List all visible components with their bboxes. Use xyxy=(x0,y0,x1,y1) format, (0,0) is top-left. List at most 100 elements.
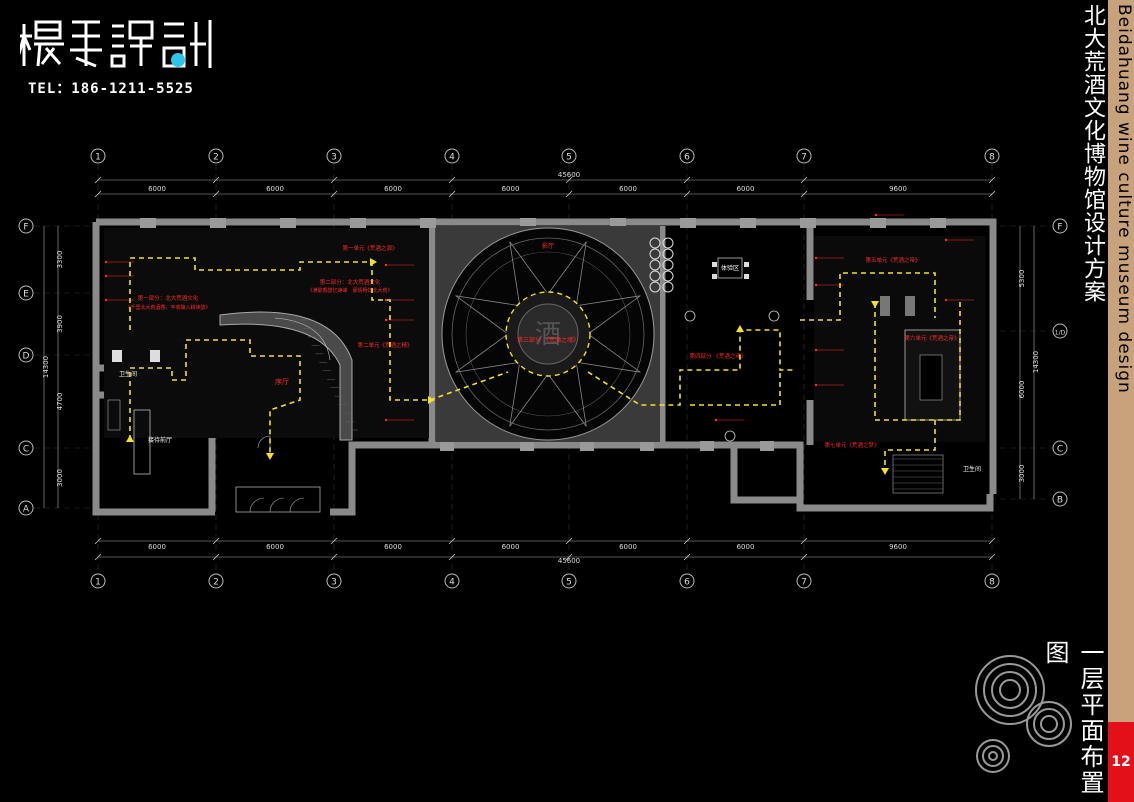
dimension-tick xyxy=(565,553,573,561)
wall-pier xyxy=(640,441,654,451)
curved-wall-line xyxy=(274,317,331,361)
barrel-icon xyxy=(649,248,661,260)
grid-label: 5 xyxy=(566,153,572,163)
dimension-text: 6000 xyxy=(619,185,637,193)
grid-label: A xyxy=(23,505,30,515)
room-label: 卫生间 xyxy=(119,370,137,378)
unit-label: 第二单元《荒酒之精》 xyxy=(357,341,412,349)
chair-icon xyxy=(744,274,749,279)
outer-wall-left xyxy=(92,222,215,516)
dimension-tick xyxy=(94,190,102,198)
dimension-tick xyxy=(683,537,691,545)
dimension-tick xyxy=(988,553,996,561)
grid-label: 4 xyxy=(449,578,455,588)
dimension-tick xyxy=(448,537,456,545)
wall-pier xyxy=(280,218,296,228)
wall-pier xyxy=(440,441,454,451)
dimension-tick xyxy=(94,537,102,545)
dimension-tick xyxy=(330,190,338,198)
dimension-total: 14300 xyxy=(42,356,50,378)
dimension-text: 6000 xyxy=(737,543,755,551)
wall-pier xyxy=(700,441,714,451)
door-swing-icon xyxy=(269,497,285,513)
route-arrow-icon xyxy=(126,435,134,442)
door-swing-icon xyxy=(249,497,265,513)
wall-pier xyxy=(420,218,436,228)
dimension-tick xyxy=(212,537,220,545)
grid-label: 8 xyxy=(989,153,995,163)
unit-label: 第六单元《荒酒之帝》 xyxy=(904,334,959,342)
annotation-dot xyxy=(104,260,108,264)
dimension-total: 45600 xyxy=(558,171,580,179)
wall-pier xyxy=(580,441,594,451)
outer-wall-bottom xyxy=(330,441,994,516)
annotation-dot xyxy=(384,418,388,422)
grid-label: D xyxy=(23,352,30,362)
section-sublabel: 《满歌香醇忆峥嵘 豪情畅饮北大荒》 xyxy=(307,287,392,294)
phone-number: TEL：186-1211-5525 xyxy=(28,81,194,97)
column-icon xyxy=(684,310,696,322)
annotation-dot xyxy=(814,348,818,352)
unit-label: 第四部分 《荒酒之魂》 xyxy=(690,352,747,360)
dimension-tick xyxy=(212,553,220,561)
dimension-tick xyxy=(565,176,573,184)
dimension-text: 3900 xyxy=(56,315,64,333)
dimension-tick xyxy=(330,537,338,545)
grid-bubble xyxy=(444,573,460,589)
dimension-text: 6000 xyxy=(737,185,755,193)
grid-bubble xyxy=(1052,218,1068,234)
barrel-icon xyxy=(649,259,661,271)
section-label: 第二部分：北大荒酒文化 xyxy=(320,278,381,286)
grid-bubble xyxy=(18,500,34,516)
grid-label: 7 xyxy=(801,153,807,163)
room-label: 序厅 xyxy=(275,377,289,386)
dimension-tick xyxy=(800,190,808,198)
route-arrow-icon xyxy=(370,258,377,266)
route-arrow-icon xyxy=(266,453,274,460)
annotation-dot xyxy=(874,213,878,217)
floor-plan: 1122334455667788600060006000600060006000… xyxy=(18,148,1068,589)
chair-icon xyxy=(712,274,717,279)
dimension-text: 6000 xyxy=(384,543,402,551)
annotation-dot xyxy=(384,298,388,302)
barrel-icon xyxy=(649,270,661,282)
dimension-tick xyxy=(800,553,808,561)
dimension-tick xyxy=(988,190,996,198)
wall-pier xyxy=(870,218,886,228)
grid-bubble xyxy=(326,148,342,164)
dimension-tick xyxy=(94,176,102,184)
dimension-text: 6000 xyxy=(502,543,520,551)
visitor-route xyxy=(874,300,961,421)
curved-wall xyxy=(219,311,353,441)
visitor-route xyxy=(129,339,301,455)
grid-bubble xyxy=(561,573,577,589)
grid-label: 3 xyxy=(331,578,337,588)
grid-label: F xyxy=(23,223,28,233)
rotunda-label: 影厅 xyxy=(542,242,554,250)
company-logo xyxy=(17,14,220,74)
annotation-dot xyxy=(944,298,948,302)
side-band xyxy=(1108,0,1134,802)
gallery-left-floor xyxy=(104,228,429,438)
wall-pier xyxy=(760,441,774,451)
barrel-icon xyxy=(662,270,674,282)
grid-bubble xyxy=(1052,440,1068,456)
grid-bubble xyxy=(1052,323,1068,339)
dimension-tick xyxy=(988,176,996,184)
grid-label: F xyxy=(1057,223,1062,233)
rotunda-ring xyxy=(465,251,631,417)
display-case xyxy=(919,354,943,401)
barrel-icon xyxy=(662,259,674,271)
wall-pier xyxy=(520,218,536,228)
chair-icon xyxy=(744,262,749,267)
dimension-tick xyxy=(683,553,691,561)
dimension-tick xyxy=(448,553,456,561)
grid-label: C xyxy=(1057,445,1063,455)
dimension-text: 6000 xyxy=(148,185,166,193)
rotunda-ring xyxy=(451,237,645,431)
dimension-tick xyxy=(988,537,996,545)
dimension-text: 6000 xyxy=(148,543,166,551)
page-number: 12 xyxy=(1108,722,1134,802)
route-arrow-icon xyxy=(428,396,435,404)
dimension-tick xyxy=(448,190,456,198)
